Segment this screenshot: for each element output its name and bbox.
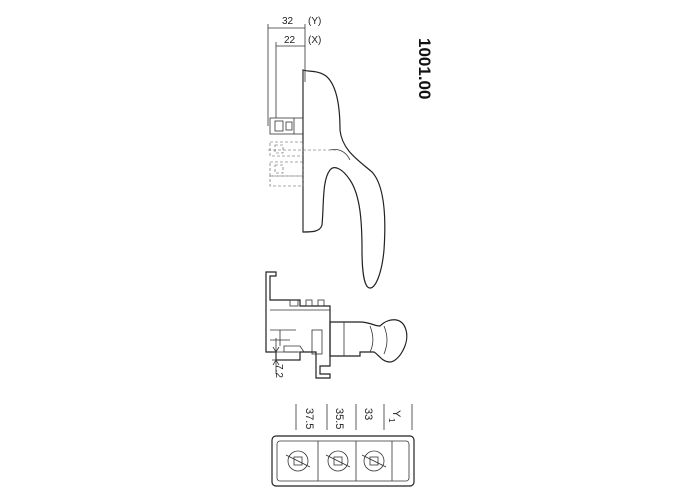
handle-top-view: 32 (Y) 22 (X) bbox=[267, 16, 386, 289]
spindle-position-2 bbox=[325, 450, 351, 472]
y1-table-value-1: 37.5 bbox=[303, 408, 315, 429]
dimension-x-axis-label: (X) bbox=[308, 35, 321, 46]
spindle-position-1 bbox=[285, 450, 311, 472]
y1-header-subscript: 1 bbox=[387, 418, 396, 423]
alternate-positions bbox=[269, 141, 304, 187]
dimension-x: 22 (X) bbox=[275, 35, 321, 118]
y1-table-header: Y 1 bbox=[387, 410, 402, 423]
handle-outline bbox=[302, 69, 386, 289]
y1-table-value-3: 33 bbox=[362, 408, 374, 420]
dimension-y-value: 32 bbox=[282, 16, 294, 27]
profile-section-view: 7.2 bbox=[265, 271, 408, 379]
dimension-y-axis-label: (Y) bbox=[308, 16, 321, 27]
y1-table-value-2: 35.5 bbox=[333, 408, 345, 429]
dimension-y: 32 (Y) bbox=[267, 16, 321, 126]
part-number: 1001.00 bbox=[415, 38, 434, 99]
spindle-plate bbox=[271, 435, 415, 487]
dimension-section: 7.2 bbox=[272, 338, 298, 378]
dimension-x-value: 22 bbox=[284, 35, 296, 46]
spindle-block bbox=[269, 117, 304, 135]
y1-header-label: Y bbox=[390, 410, 402, 418]
dimension-section-value: 7.2 bbox=[273, 364, 284, 378]
handle-side-profile bbox=[329, 319, 408, 363]
spindle-position-3 bbox=[361, 450, 387, 472]
y1-table: 37.5 35.5 33 Y 1 bbox=[271, 404, 415, 487]
